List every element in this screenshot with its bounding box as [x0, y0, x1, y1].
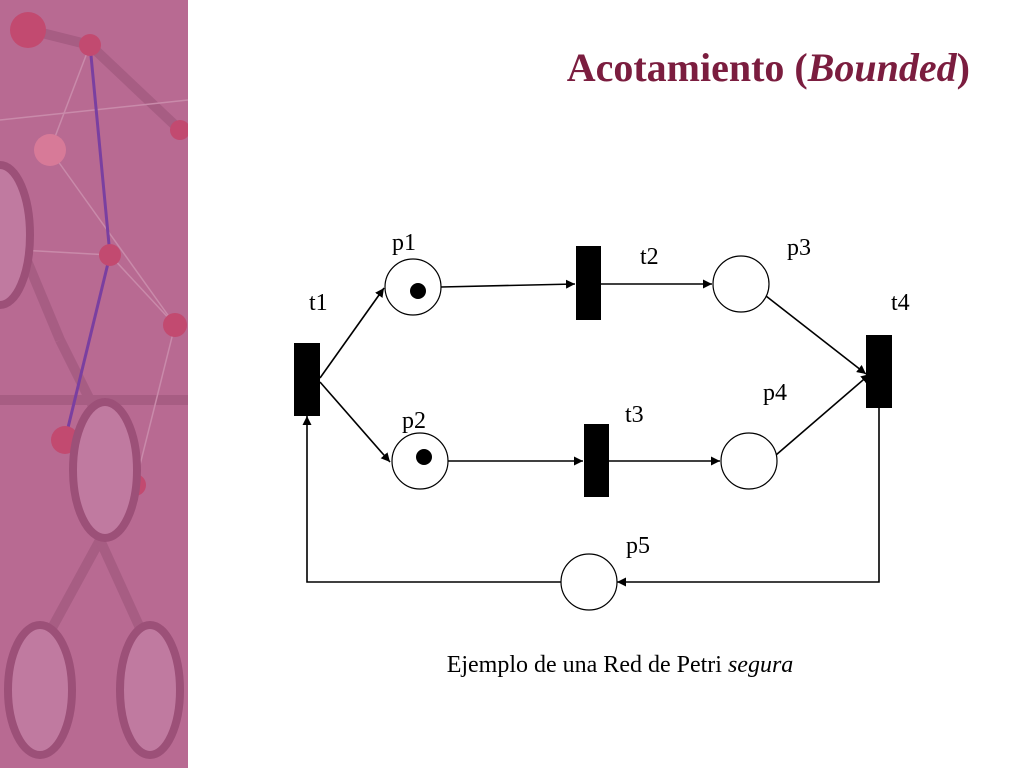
arc-p1-t2 [440, 279, 576, 289]
label-p5: p5 [626, 533, 650, 559]
token-p1 [410, 283, 426, 299]
title-prefix: Acotamiento ( [566, 45, 808, 90]
transition-t2 [576, 246, 601, 320]
arc-t4-p5 [617, 408, 880, 587]
diagram-caption: Ejemplo de una Red de Petri segura [300, 652, 940, 679]
arc-p4-t4 [775, 373, 871, 456]
molecule-graphic [0, 12, 188, 759]
arc-t1-p1 [319, 287, 385, 379]
transition-t1 [294, 343, 320, 416]
transition-t4 [866, 335, 892, 408]
label-t3: t3 [625, 402, 644, 428]
label-p3: p3 [787, 235, 811, 261]
page-title: Acotamiento (Bounded) [430, 44, 970, 91]
label-p4: p4 [763, 380, 787, 406]
decorative-sidebar [0, 0, 188, 768]
token-p2 [416, 449, 432, 465]
label-t2: t2 [640, 244, 659, 270]
label-t4: t4 [891, 290, 910, 316]
place-p5 [560, 553, 618, 611]
title-emphasis: Bounded [807, 45, 957, 90]
arc-p5-t1 [302, 416, 561, 583]
label-p1: p1 [392, 230, 416, 256]
arc-p3-t4 [765, 295, 867, 375]
place-p3 [712, 255, 770, 313]
title-suffix: ) [956, 45, 970, 90]
place-p4 [720, 432, 778, 490]
arc-t1-p2 [319, 381, 391, 463]
caption-prefix: Ejemplo de una Red de Petri [446, 652, 728, 678]
transition-t3 [584, 424, 609, 497]
label-t1: t1 [309, 290, 328, 316]
label-p2: p2 [402, 408, 426, 434]
caption-emphasis: segura [727, 652, 794, 678]
